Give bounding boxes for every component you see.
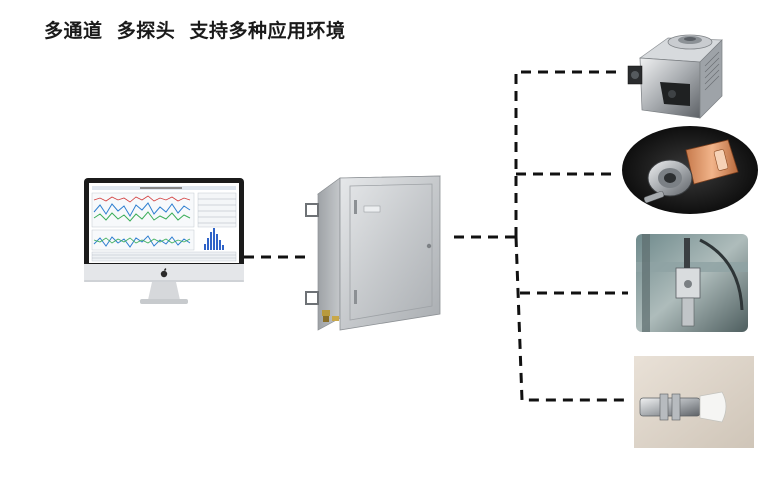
probe-image-3 — [636, 234, 748, 332]
probe-image-1 — [627, 34, 723, 119]
monitor — [84, 178, 244, 304]
diagram-title: 多通道 多探头 支持多种应用环境 — [44, 20, 346, 42]
connector-trunk-lower — [514, 236, 628, 402]
connector-trunk-upper — [514, 70, 616, 237]
apple-logo-icon — [160, 268, 168, 278]
connector-lines — [244, 70, 628, 402]
cable-gland-icon — [322, 310, 339, 322]
probe-image-2 — [622, 126, 758, 214]
stainless-enclosure — [305, 175, 441, 331]
probe-image-4 — [634, 356, 754, 448]
